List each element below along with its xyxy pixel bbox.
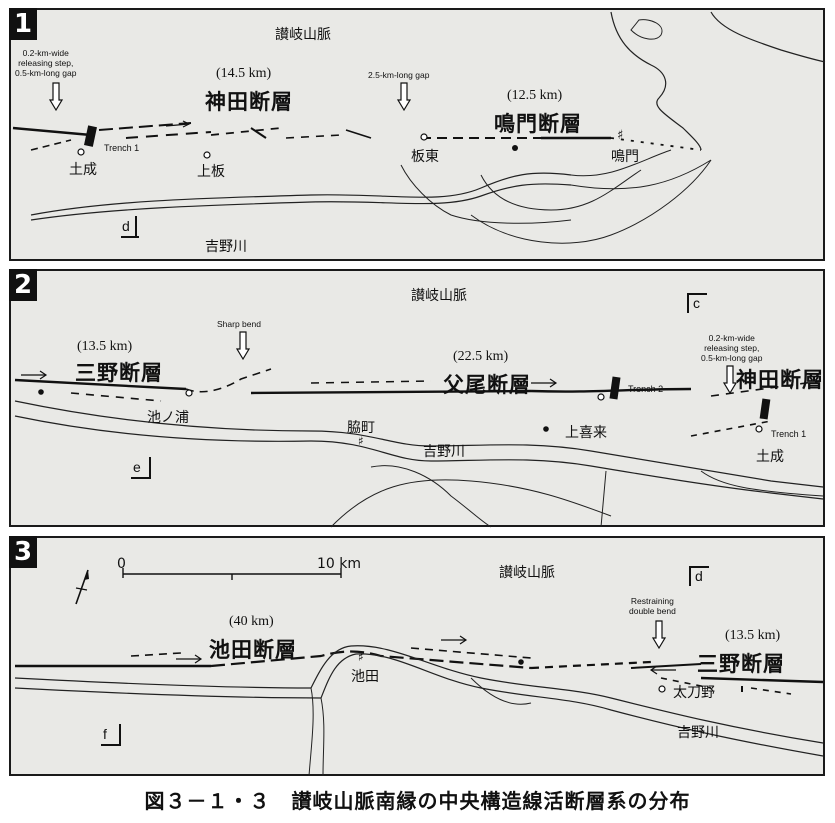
grid-corner-d: d [689, 566, 713, 588]
mino-fault-name: 三野断層 [697, 652, 785, 676]
kanda-fault-name: 神田断層 [736, 368, 824, 392]
place-ikeda: 池田 [351, 669, 379, 685]
map-3-lines [14, 568, 824, 777]
place-ikenoura: 池ノ浦 [147, 410, 189, 426]
grid-corner-d: d [121, 216, 141, 240]
naruto-fault-name: 鳴門断層 [494, 112, 582, 136]
chichio-length: (22.5 km) [453, 349, 509, 364]
grid-corner-f: f [101, 724, 125, 748]
mountains-label: 讃岐山脈 [411, 288, 467, 304]
releasing-step-note: 0.2-km-wide releasing step, 0.5-km-long … [15, 48, 77, 78]
map-panel-2: 2 讃岐山脈 (13.5 km) 三野断層 Sharp bend (22.5 k… [9, 269, 825, 528]
panel-number-3: 3 [9, 536, 37, 568]
map-2-lines [14, 368, 824, 528]
ikeda-length: (40 km) [229, 614, 274, 629]
place-kamiita: 上板 [197, 164, 225, 180]
trench-1-label: Trench 1 [771, 429, 807, 439]
place-tsuchinari: 土成 [69, 162, 97, 178]
scale-zero: 0 [117, 556, 126, 572]
shrine-symbol-icon: ♯ [617, 128, 624, 143]
kanda-fault-name: 神田断層 [205, 90, 293, 114]
chichio-fault-name: 父尾断層 [443, 373, 531, 397]
ikeda-fault-name: 池田断層 [209, 638, 297, 662]
shrine-symbol-icon: ♯ [358, 650, 364, 664]
place-tsuchinari: 土成 [756, 449, 784, 465]
scale-ten: 10 km [317, 556, 362, 572]
grid-corner-c: c [687, 293, 711, 315]
place-kamigiku: 上喜来 [565, 425, 607, 441]
place-itano: 板東 [411, 149, 439, 165]
mino-length: (13.5 km) [725, 628, 781, 643]
double-bend-note: Restraining double bend [629, 596, 676, 616]
mino-fault-name: 三野断層 [75, 361, 163, 385]
place-tachino: 太刀野 [673, 685, 715, 701]
map-panel-1: 1 讃岐山脈 0.2-km-wide releasing step, 0.5-k… [9, 8, 826, 261]
panel-number-2: 2 [9, 269, 37, 301]
mino-length: (13.5 km) [77, 339, 133, 354]
trench-1-label: Trench 1 [104, 143, 140, 153]
river-label: 吉野川 [205, 239, 247, 255]
place-naruto: 鳴門 [611, 149, 639, 165]
trench-2-label: Trench 2 [628, 384, 664, 394]
gap-note: 2.5-km-long gap [368, 70, 430, 80]
figure-caption: 図３－１・３ 讃岐山脈南縁の中央構造線活断層系の分布 [144, 789, 691, 813]
sharp-bend-note: Sharp bend [217, 319, 261, 329]
kanda-length: (14.5 km) [216, 66, 272, 81]
river-label: 吉野川 [677, 725, 719, 741]
mountains-label: 讃岐山脈 [499, 565, 555, 581]
panel-number-1: 1 [9, 8, 37, 40]
grid-corner-e: e [131, 457, 155, 481]
map-panel-3: 3 0 10 km 讃岐山脈 d (40 km) 池田断層 ♯ 池田 Restr… [9, 536, 825, 777]
place-wakimachi: 脇町 [347, 420, 375, 436]
mountains-label: 讃岐山脈 [275, 27, 331, 43]
naruto-length: (12.5 km) [507, 88, 563, 103]
map-1-lines [12, 11, 826, 244]
shrine-symbol-icon: ♯ [358, 434, 364, 448]
releasing-step-note: 0.2-km-wide releasing step, 0.5-km-long … [701, 333, 763, 363]
river-label: 吉野川 [423, 444, 465, 460]
